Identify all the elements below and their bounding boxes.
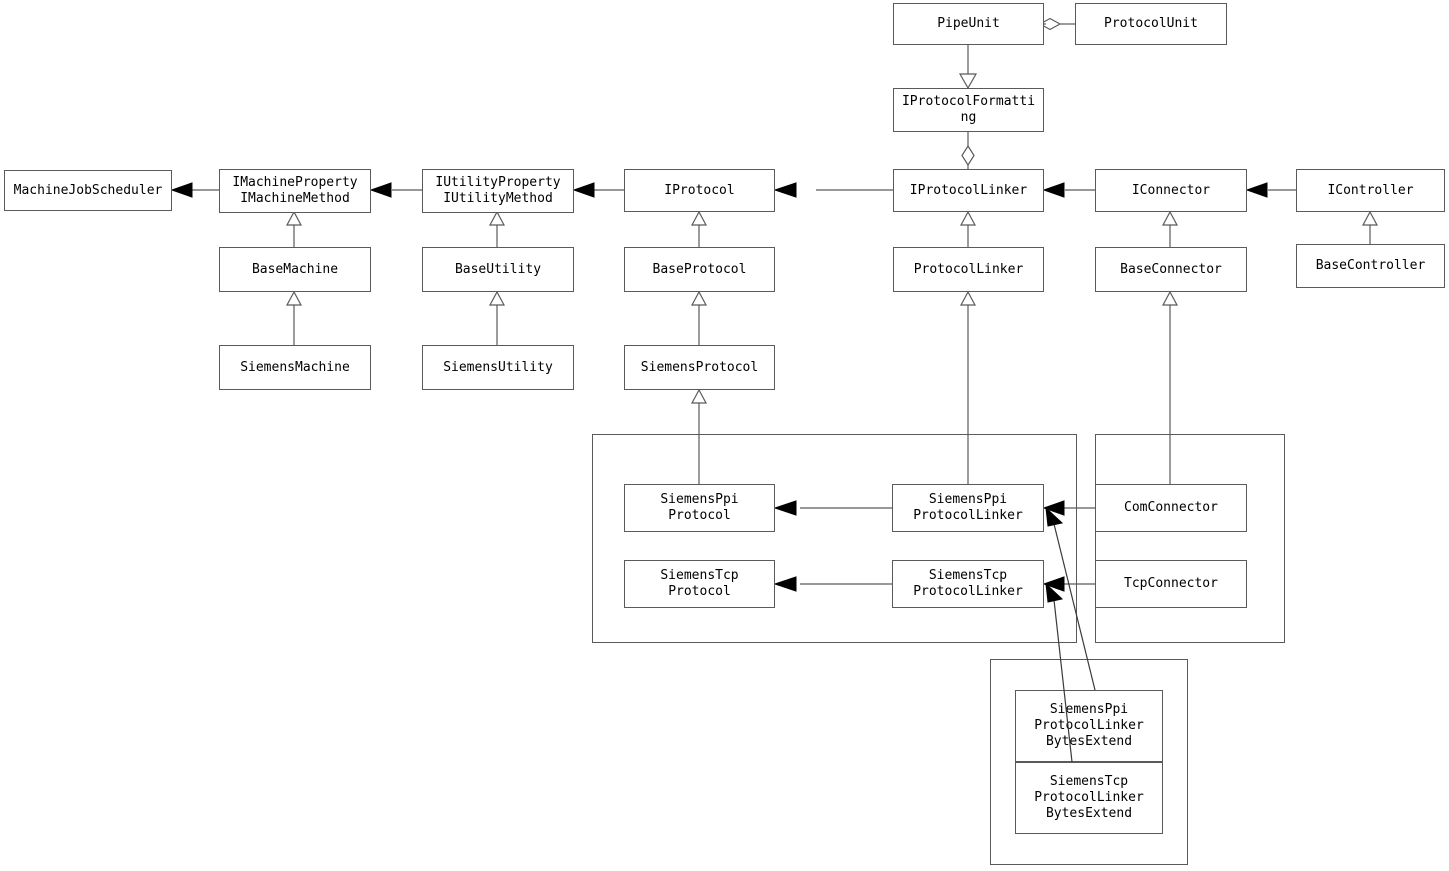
- class-box-protocol-unit[interactable]: ProtocolUnit: [1075, 3, 1227, 45]
- class-box-com-connector[interactable]: ComConnector: [1095, 484, 1247, 532]
- class-box-siemens-protocol[interactable]: SiemensProtocol: [624, 345, 775, 390]
- class-box-iprotocol-linker[interactable]: IProtocolLinker: [893, 169, 1044, 212]
- class-box-tcp-connector[interactable]: TcpConnector: [1095, 560, 1247, 608]
- class-box-protocol-linker[interactable]: ProtocolLinker: [893, 247, 1044, 292]
- class-box-iprotocol-formatting[interactable]: IProtocolFormatti ng: [893, 88, 1044, 132]
- class-box-siemens-ppi-protocol-linker-bytes-extend[interactable]: SiemensPpi ProtocolLinker BytesExtend: [1015, 690, 1163, 762]
- class-box-base-machine[interactable]: BaseMachine: [219, 247, 371, 292]
- class-box-pipe-unit[interactable]: PipeUnit: [893, 3, 1044, 45]
- class-box-siemens-tcp-protocol[interactable]: SiemensTcp Protocol: [624, 560, 775, 608]
- class-box-siemens-machine[interactable]: SiemensMachine: [219, 345, 371, 390]
- class-box-siemens-tcp-protocol-linker-bytes-extend[interactable]: SiemensTcp ProtocolLinker BytesExtend: [1015, 762, 1163, 834]
- class-box-base-utility[interactable]: BaseUtility: [422, 247, 574, 292]
- class-box-icontroller[interactable]: IController: [1296, 169, 1445, 212]
- class-box-iconnector[interactable]: IConnector: [1095, 169, 1247, 212]
- class-box-siemens-ppi-protocol-linker[interactable]: SiemensPpi ProtocolLinker: [892, 484, 1044, 532]
- class-box-iprotocol[interactable]: IProtocol: [624, 169, 775, 212]
- class-box-imachine-property[interactable]: IMachineProperty IMachineMethod: [219, 169, 371, 213]
- class-box-siemens-tcp-protocol-linker[interactable]: SiemensTcp ProtocolLinker: [892, 560, 1044, 608]
- class-box-base-controller[interactable]: BaseController: [1296, 244, 1445, 288]
- connector-implementation-group: [1095, 434, 1285, 643]
- class-box-iutility-property[interactable]: IUtilityProperty IUtilityMethod: [422, 169, 574, 213]
- class-box-siemens-utility[interactable]: SiemensUtility: [422, 345, 574, 390]
- class-box-siemens-ppi-protocol[interactable]: SiemensPpi Protocol: [624, 484, 775, 532]
- protocol-implementation-group: [592, 434, 1077, 643]
- class-box-base-protocol[interactable]: BaseProtocol: [624, 247, 775, 292]
- class-box-machine-job-scheduler[interactable]: MachineJobScheduler: [4, 170, 172, 211]
- class-box-base-connector[interactable]: BaseConnector: [1095, 247, 1247, 292]
